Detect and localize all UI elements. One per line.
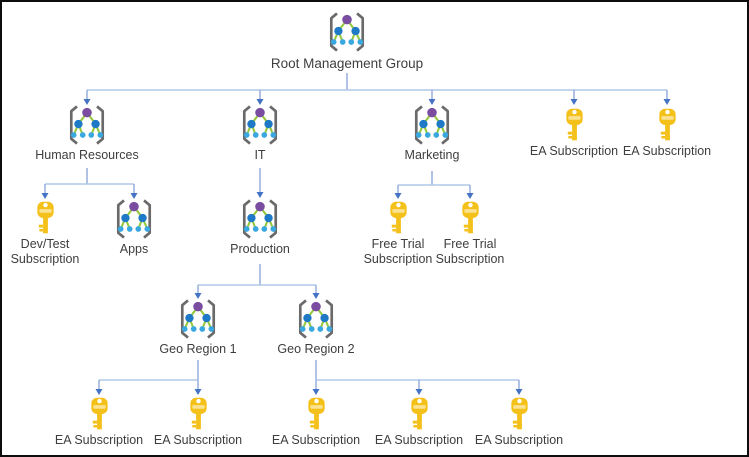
node-label: Geo Region 2 [277,342,355,356]
node-geo-region-1: Geo Region 1 [136,299,260,357]
management-group-icon [238,199,282,239]
node-root-management-group: Root Management Group [247,12,447,72]
node-free-trial-subscription-1: Free Trial Subscription [359,201,437,268]
node-it: IT [198,105,322,163]
node-ea-subscription-1: EA Subscription [519,108,629,159]
node-ea-subscription-g2-1: EA Subscription [261,397,371,448]
management-group-icon [294,299,338,339]
node-label: IT [254,148,266,162]
subscription-key-icon [305,397,328,430]
management-group-icon [325,12,369,52]
node-label: EA Subscription [374,433,464,447]
node-devtest-subscription: Dev/Test Subscription [6,201,84,268]
node-label: Free Trial Subscription [435,237,505,267]
node-label: Root Management Group [270,56,424,71]
node-label: Dev/Test Subscription [10,237,80,267]
node-label: Marketing [404,148,460,162]
node-label: EA Subscription [474,433,564,447]
subscription-key-icon [408,397,431,430]
node-label: EA Subscription [622,144,712,158]
node-ea-subscription-g2-3: EA Subscription [464,397,574,448]
subscription-key-icon [187,397,210,430]
subscription-key-icon [508,397,531,430]
management-group-icon [65,105,109,145]
subscription-key-icon [88,397,111,430]
subscription-key-icon [387,201,410,234]
management-group-icon [238,105,282,145]
node-ea-subscription-g1-1: EA Subscription [44,397,154,448]
node-label: Free Trial Subscription [363,237,433,267]
node-label: Apps [119,242,149,256]
node-ea-subscription-g2-2: EA Subscription [364,397,474,448]
node-label: Production [230,242,290,256]
subscription-key-icon [563,108,586,141]
node-human-resources: Human Resources [25,105,149,163]
management-group-icon [112,199,156,239]
node-ea-subscription-2: EA Subscription [612,108,722,159]
node-label: EA Subscription [54,433,144,447]
subscription-key-icon [656,108,679,141]
management-group-icon [176,299,220,339]
node-marketing: Marketing [370,105,494,163]
node-label: EA Subscription [529,144,619,158]
node-label: EA Subscription [271,433,361,447]
node-apps: Apps [72,199,196,257]
node-ea-subscription-g1-2: EA Subscription [143,397,253,448]
node-label: EA Subscription [153,433,243,447]
node-production: Production [198,199,322,257]
management-group-icon [410,105,454,145]
node-label: Geo Region 1 [159,342,237,356]
node-geo-region-2: Geo Region 2 [254,299,378,357]
node-free-trial-subscription-2: Free Trial Subscription [431,201,509,268]
node-label: Human Resources [35,148,139,162]
subscription-key-icon [34,201,57,234]
subscription-key-icon [459,201,482,234]
